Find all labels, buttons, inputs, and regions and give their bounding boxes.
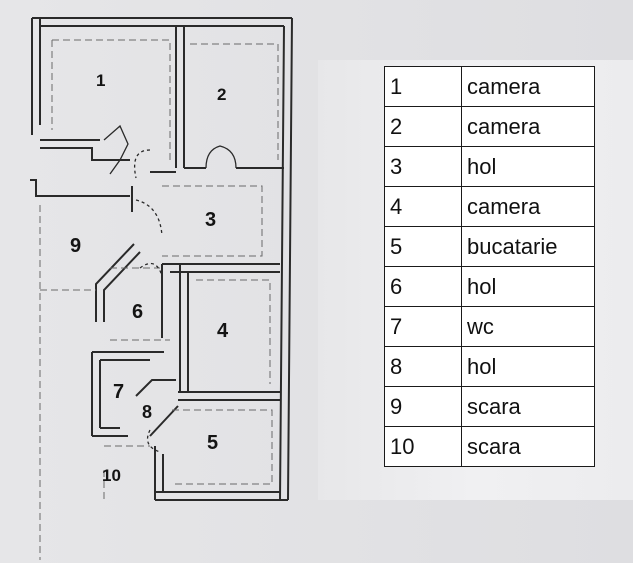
dash-stair-10 [103, 445, 150, 500]
walls [30, 17, 293, 501]
room-label-9: 9 [70, 235, 81, 257]
room-label-4: 4 [217, 320, 229, 342]
wall-room-5-left [154, 446, 164, 500]
room-label-3: 3 [205, 209, 216, 231]
dashed-lines [39, 39, 279, 560]
row-room-name: scara [461, 386, 595, 427]
wall-room-4-left [179, 264, 189, 392]
row-room-name: hol [461, 346, 595, 387]
row-room-name: wc [461, 306, 595, 347]
row-number: 6 [384, 266, 462, 307]
row-room-name: camera [461, 66, 595, 107]
row-number: 10 [384, 426, 462, 467]
row-room-name: scara [461, 426, 595, 467]
row-number: 9 [384, 386, 462, 427]
wall-rooms-1-2 [175, 26, 185, 168]
dash-room-6 [110, 267, 170, 341]
row-number: 5 [384, 226, 462, 267]
dash-room-2-inner [190, 43, 279, 160]
wall-room-8-diagonal [135, 379, 179, 437]
row-number: 1 [384, 66, 462, 107]
room-label-6: 6 [132, 301, 143, 323]
room-label-10: 10 [102, 466, 121, 485]
door-room-2 [205, 145, 237, 169]
doors [103, 124, 237, 453]
room-label-5: 5 [207, 432, 218, 454]
row-room-name: camera [461, 106, 595, 147]
room-label-1: 1 [96, 71, 105, 90]
row-room-name: camera [461, 186, 595, 227]
wall-room-7-top [92, 351, 164, 361]
wall-room-5-top [178, 391, 280, 401]
row-number: 4 [384, 186, 462, 227]
door-room-6-arc [139, 262, 163, 277]
dash-room-4 [196, 279, 271, 384]
door-room-1 [103, 124, 129, 175]
row-number: 8 [384, 346, 462, 387]
door-room-5-arc [146, 429, 161, 453]
room-label-2: 2 [217, 85, 226, 104]
wall-room-1-bottom [40, 139, 130, 161]
row-room-name: hol [461, 146, 595, 187]
door-hall-3-arc [135, 199, 163, 237]
dash-room-1-inner [51, 39, 171, 160]
dash-room-5 [172, 409, 273, 485]
wall-top [32, 17, 292, 27]
wall-room-7-bottom [92, 427, 128, 437]
row-room-name: bucatarie [461, 226, 595, 267]
row-number: 2 [384, 106, 462, 147]
wall-bottom [155, 491, 288, 501]
room-label-7: 7 [113, 381, 124, 403]
wall-hall-top [30, 171, 176, 197]
wall-room-6-diagonal [95, 243, 141, 322]
wall-room-7-left [91, 352, 101, 436]
dash-hall-3 [162, 185, 263, 257]
wall-right [279, 17, 293, 501]
row-room-name: hol [461, 266, 595, 307]
row-number: 7 [384, 306, 462, 347]
row-number: 3 [384, 146, 462, 187]
door-room-1-arc [133, 149, 151, 179]
room-label-8: 8 [142, 402, 152, 422]
